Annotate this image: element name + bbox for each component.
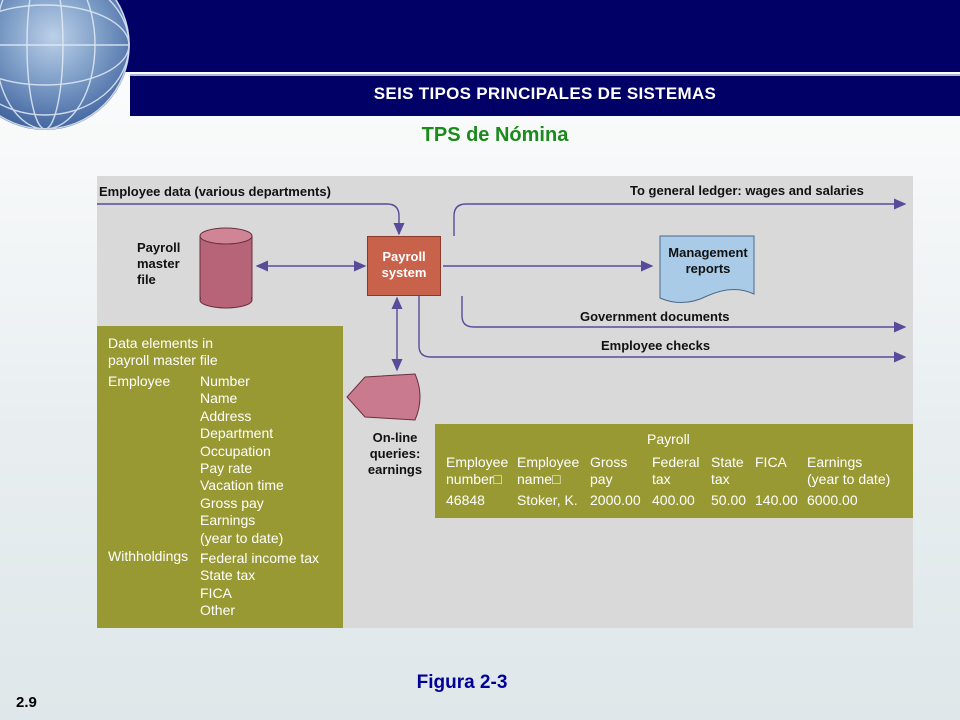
globe-logo [0,0,130,130]
page-number: 2.9 [16,694,37,711]
top-banner [0,0,960,72]
employee-fields: Number Name Address Department Occupatio… [200,373,284,546]
arrow-employee-checks [418,296,907,363]
arrow-government-docs [461,296,907,333]
header-fica: FICA [755,454,787,470]
arrow-employee-data [97,203,405,236]
value-earnings: 6000.00 [807,492,858,508]
figure-caption: Figura 2-3 [416,672,508,693]
value-employee-name: Stoker, K. [517,492,578,508]
value-federal-tax: 400.00 [652,492,695,508]
government-documents-label: Government documents [580,309,730,324]
data-elements-panel: Data elements in payroll master file Emp… [97,326,343,628]
withholdings-label: Withholdings [108,548,189,564]
master-file-cylinder [199,227,253,309]
header-earnings: Earnings(year to date) [807,454,891,488]
management-reports-label: Management reports [668,245,748,276]
data-elements-heading: Data elements in payroll master file [108,335,218,369]
arrow-general-ledger [453,198,907,236]
slide-subtitle: TPS de Nómina [421,124,569,146]
employee-checks-label: Employee checks [601,338,711,353]
value-employee-number: 46848 [446,492,485,508]
general-ledger-label: To general ledger: wages and salaries [630,183,864,198]
value-fica: 140.00 [755,492,798,508]
online-queries-label: On-line queries: earnings [367,430,423,477]
employee-data-label: Employee data (various departments) [99,184,331,199]
master-file-label: Payroll master file [137,240,181,287]
slide-title-bar: SEIS TIPOS PRINCIPALES DE SISTEMAS [130,74,960,116]
employee-label: Employee [108,373,171,389]
payroll-record-title: Payroll [647,431,690,447]
payroll-diagram: Employee data (various departments) To g… [97,176,913,628]
value-gross-pay: 2000.00 [590,492,641,508]
management-reports-doc [659,235,755,303]
online-query-display [346,373,421,421]
value-state-tax: 50.00 [711,492,747,508]
withholding-fields: Federal income tax State tax FICA Other [200,550,320,619]
slide-title: SEIS TIPOS PRINCIPALES DE SISTEMAS [373,84,717,103]
payroll-system-box: Payroll system [367,236,441,296]
